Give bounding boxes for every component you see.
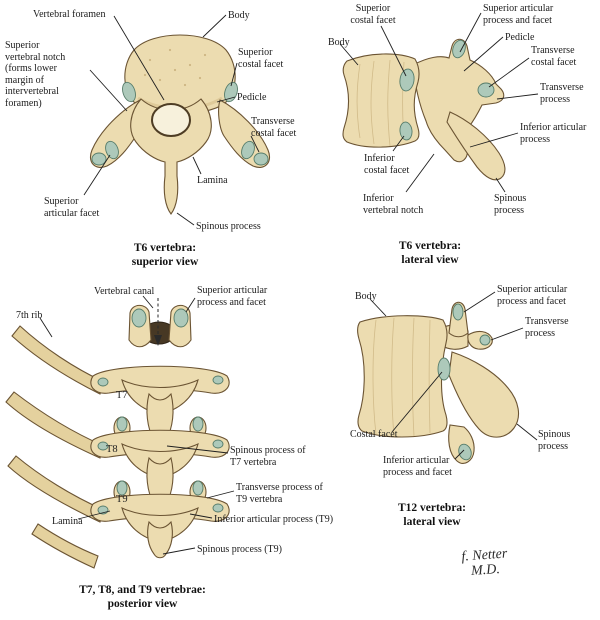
label-vertebral-canal: Vertebral canal (94, 286, 155, 297)
t6lat-striation (356, 63, 361, 139)
label-body-lat: Body (328, 37, 350, 48)
label-t7: T7 (116, 390, 128, 401)
t7-lamina-shape (121, 379, 199, 415)
t6-lateral-illustration (342, 38, 506, 181)
t6sup-left-superior-articular-facet (105, 140, 119, 160)
rib-10-stub-shape (31, 523, 99, 569)
rib-7-shape (11, 325, 105, 395)
t6lat-striation (370, 60, 375, 145)
label-spinous-process-sup: Spinous process (196, 221, 261, 232)
vertebral-canal-arrowhead (154, 335, 162, 346)
t6sup-right-superior-articular-facet (241, 140, 255, 160)
t12-striation (412, 317, 415, 437)
caption-t6-superior: T6 vertebra: superior view (131, 242, 199, 269)
t12-superior-articular-facet (452, 303, 464, 321)
t6sup-right-transverse-costal-facet (253, 152, 269, 166)
label-t8: T8 (106, 444, 118, 455)
label-transverse-costal-facet-sup: Transverse costal facet (251, 116, 297, 139)
label-inferior-costal-facet: Inferior costal facet (364, 153, 410, 176)
label-superior-articular-process-lat: Superior articular process and facet (483, 3, 554, 26)
label-lamina-sup: Lamina (197, 175, 228, 186)
t6lat-striation (387, 59, 391, 147)
t12-striation (372, 319, 377, 435)
t7-right-costotransverse-facet (212, 375, 224, 385)
caption-t7-t9-posterior: T7, T8, and T9 vertebrae: posterior view (79, 584, 206, 611)
t6sup-left-superior-costal-facet (122, 81, 136, 103)
t8-lamina-shape (121, 443, 199, 479)
t9-lamina-shape (121, 507, 199, 543)
t7-left-sap-facet (131, 308, 147, 328)
caption-t6-lateral: T6 vertebra: lateral view (398, 240, 462, 267)
rib-9-shape (7, 455, 105, 523)
label-pedicle-sup: Pedicle (237, 92, 267, 103)
t7-t9-posterior-illustration (5, 298, 230, 569)
t8-left-sap-facet (116, 416, 128, 432)
t6lat-inferior-costal-facet (399, 121, 413, 141)
t12-striation (428, 319, 431, 434)
label-transverse-process-t9: Transverse process of T9 vertebra (236, 482, 323, 505)
label-superior-costal-facet-sup: Superior costal facet (238, 47, 284, 70)
t9-spinous-shape (147, 520, 173, 559)
label-spinous-process-t12: Spinous process (538, 429, 571, 452)
label-superior-vertebral-notch: Superior vertebral notch (forms lower ma… (5, 40, 66, 109)
rib-8-shape (5, 391, 105, 459)
t6lat-superior-articular-facet (452, 39, 466, 59)
label-lamina-post: Lamina (52, 516, 83, 527)
t8-right-sap-facet (192, 416, 204, 432)
t12-lateral-illustration (357, 301, 520, 464)
label-spinous-process-t9: Spinous process (T9) (197, 544, 282, 555)
t6lat-spinous-process-shape (446, 111, 506, 181)
t8-right-costotransverse-facet (212, 439, 224, 449)
t6sup-right-transverse-process (218, 99, 271, 168)
t12-striation (391, 317, 395, 437)
label-vertebral-foramen: Vertebral foramen (33, 9, 106, 20)
label-t9: T9 (116, 494, 128, 505)
label-superior-articular-process-t12: Superior articular process and facet (497, 284, 568, 307)
label-transverse-process-lat: Transverse process (540, 82, 584, 105)
t12-spinous-shape (448, 351, 520, 438)
label-inferior-vertebral-notch: Inferior vertebral notch (363, 193, 424, 216)
vertebral-foramen-shape (151, 103, 191, 137)
label-pedicle-lat: Pedicle (505, 32, 535, 43)
label-body-t12: Body (355, 291, 377, 302)
label-superior-articular-process-post: Superior articular process and facet (197, 285, 268, 308)
label-body-superior: Body (228, 10, 250, 21)
label-superior-articular-facet: Superior articular facet (44, 196, 100, 219)
t12-costal-facet (437, 357, 451, 381)
caption-t12-lateral: T12 vertebra: lateral view (397, 502, 467, 529)
label-inferior-articular-process-lat: Inferior articular process (520, 122, 587, 145)
label-7th-rib: 7th rib (16, 310, 43, 321)
leader-lines (39, 12, 539, 555)
t9-right-costotransverse-facet (212, 503, 224, 513)
label-inferior-articular-process-t12: Inferior articular process and facet (383, 455, 452, 478)
t9-right-sap-facet (192, 480, 204, 496)
label-costal-facet-t12: Costal facet (350, 429, 398, 440)
t9-left-sap-facet (116, 480, 128, 496)
t8-left-costotransverse-facet (97, 441, 109, 451)
t6sup-speckles (143, 48, 207, 87)
t12-body-shape (357, 315, 448, 438)
label-inferior-articular-process-t9: Inferior articular process (T9) (214, 514, 334, 525)
label-transverse-costal-facet-lat: Transverse costal facet (531, 45, 577, 68)
t7-right-sap-facet (173, 308, 189, 328)
label-superior-costal-facet-lat: Superior costal facet (350, 3, 396, 26)
t7-left-costotransverse-facet (97, 377, 109, 387)
label-transverse-process-t12: Transverse process (525, 316, 569, 339)
t6lat-superior-costal-facet (399, 68, 415, 92)
t6lat-arch-shape (412, 38, 505, 163)
label-spinous-process-lat: Spinous process (494, 193, 527, 216)
t12-transverse-facet (479, 334, 491, 346)
artist-signature: f. Netter M.D. (461, 546, 508, 580)
t6-superior-illustration (89, 34, 271, 215)
t6sup-left-transverse-costal-facet (91, 152, 107, 166)
label-spinous-process-t7: Spinous process of T7 vertebra (230, 445, 306, 468)
